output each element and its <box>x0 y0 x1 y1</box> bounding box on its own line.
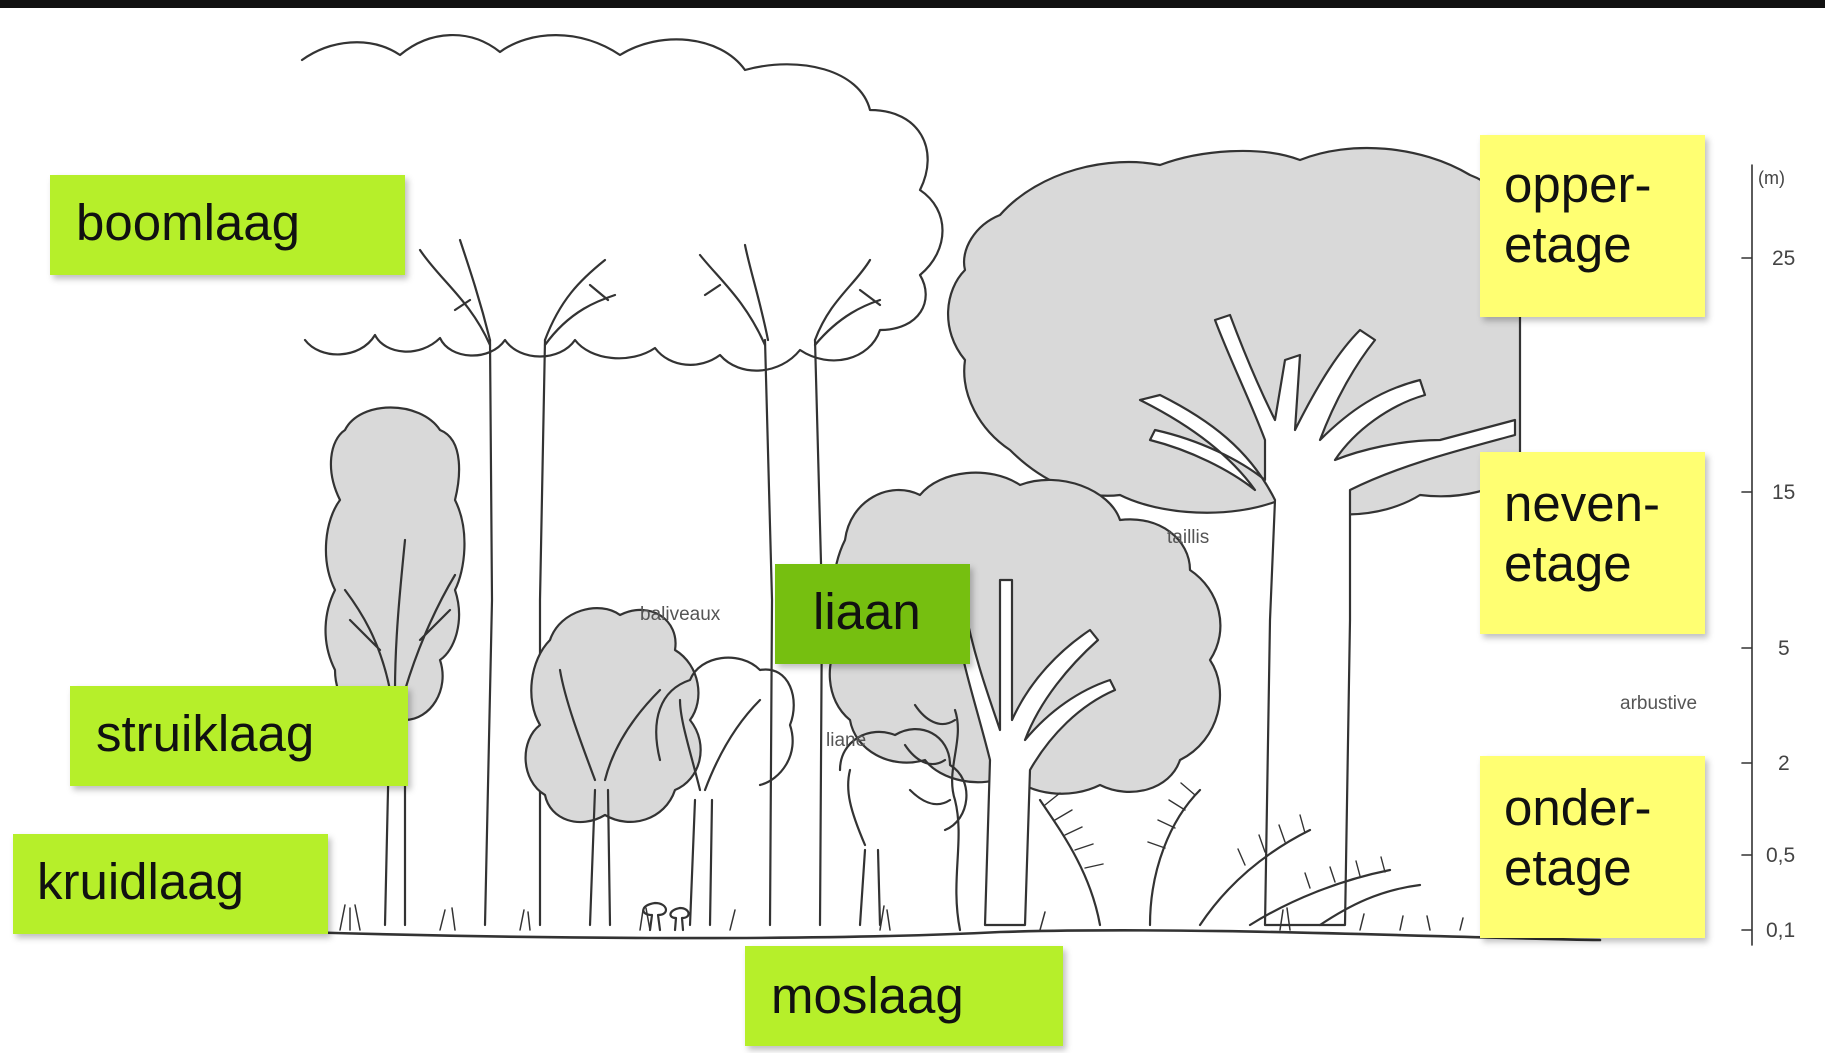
scale-unit: (m) <box>1758 168 1785 188</box>
annotation-baliveaux: baliveaux <box>640 604 721 625</box>
label-kruidlaag: kruidlaag <box>13 834 328 934</box>
label-moslaag: moslaag <box>745 946 1063 1046</box>
baliveaux-trunk <box>558 668 662 927</box>
canopy-outline <box>300 34 944 372</box>
scale-tick-25: 25 <box>1772 247 1796 270</box>
scale-tick-15: 15 <box>1772 481 1796 504</box>
left-shrub-trunk <box>343 538 457 927</box>
label-opperetage-line1: opper- <box>1504 156 1652 213</box>
label-onderetage-line2: etage <box>1504 839 1632 897</box>
label-onderetage-line1: onder- <box>1504 779 1652 836</box>
label-boomlaag: boomlaag <box>50 175 405 275</box>
scale-tick-2: 2 <box>1778 752 1790 775</box>
annotation-liane: liane <box>826 730 867 751</box>
left-grey-shrub <box>324 406 466 722</box>
label-liaan: liaan <box>775 564 970 664</box>
label-nevenetage-line2: etage <box>1504 535 1632 593</box>
annotation-arbustive: arbustive <box>1620 693 1698 714</box>
label-onderetage: onder- etage <box>1480 756 1705 938</box>
ground-line <box>298 929 1602 942</box>
small-tree-a <box>655 656 795 927</box>
label-opperetage: opper- etage <box>1480 135 1705 317</box>
label-opperetage-line2: etage <box>1504 216 1632 274</box>
top-border <box>0 0 1825 8</box>
grass-tufts <box>339 904 1464 931</box>
label-struiklaag: struiklaag <box>70 686 408 786</box>
mushrooms <box>642 901 690 932</box>
tall-tree-left-branches <box>418 238 617 347</box>
right-tree <box>1138 313 1517 927</box>
label-nevenetage: neven- etage <box>1480 452 1705 634</box>
scale-tick-0-1: 0,1 <box>1766 919 1796 942</box>
fern-group <box>1038 788 1422 927</box>
scale-tick-0-5: 0,5 <box>1766 844 1796 867</box>
fern-leaflets <box>1044 782 1386 889</box>
tall-tree-center-branches <box>698 243 882 347</box>
small-tree-b <box>838 728 968 927</box>
annotation-taillis: taillis <box>1167 527 1210 548</box>
height-scale-axis <box>1741 164 1753 946</box>
liane-vine <box>903 703 962 932</box>
baliveaux-bush <box>524 607 702 824</box>
scale-tick-5: 5 <box>1778 637 1790 660</box>
label-nevenetage-line1: neven- <box>1504 475 1660 532</box>
tall-tree-left-trunk <box>483 338 547 927</box>
middle-grey-canopy <box>828 471 1222 795</box>
